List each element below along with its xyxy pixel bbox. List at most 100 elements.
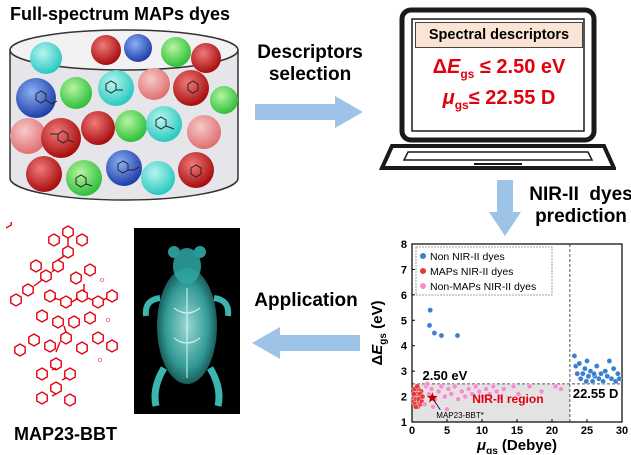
non-maps-nir-ii-point <box>455 396 461 402</box>
non-maps-nir-ii-point <box>558 386 564 392</box>
non-nir-ii-point <box>596 375 602 382</box>
non-maps-nir-ii-point <box>497 393 503 400</box>
non-nir-ii-point <box>602 368 608 374</box>
maps-nir-ii-point <box>419 393 426 400</box>
legend-box <box>415 246 553 296</box>
descriptors-label: Descriptors selection <box>250 42 370 86</box>
non-maps-nir-ii-point <box>493 388 500 395</box>
legend-entry: Non-MAPs NIR-II dyes <box>430 281 536 293</box>
non-maps-nir-ii-point <box>442 393 448 400</box>
y-tick-label: 6 <box>401 290 407 302</box>
non-nir-ii-point <box>431 330 438 336</box>
y-tick-label: 5 <box>401 315 407 327</box>
molecule-sketches <box>35 80 202 188</box>
non-maps-nir-ii-point <box>435 388 442 395</box>
non-nir-ii-point <box>582 365 588 372</box>
prediction-label: NIR-II dyes prediction <box>526 184 631 228</box>
non-maps-nir-ii-point <box>444 406 450 413</box>
y-axis-label: ΔEgs (eV) <box>369 301 389 366</box>
non-nir-ii-point <box>577 375 584 382</box>
rule-dipole: μgs≤ 22.55 D <box>415 87 583 112</box>
non-maps-nir-ii-point <box>510 383 517 390</box>
y-tick-label: 2 <box>401 392 407 404</box>
rule-energy-gap: ΔEgs ≤ 2.50 eV <box>415 56 583 81</box>
non-maps-nir-ii-point <box>430 403 436 410</box>
dye-library-container <box>9 29 239 201</box>
maps-nir-ii-point <box>410 391 417 397</box>
non-maps-nir-ii-point <box>483 386 489 392</box>
arrow-application <box>252 327 360 359</box>
non-nir-ii-point <box>604 373 611 380</box>
non-nir-ii-point <box>584 358 590 364</box>
x-tick-label: 5 <box>444 425 450 437</box>
non-maps-nir-ii-point <box>472 383 479 390</box>
legend-marker <box>420 283 426 289</box>
non-maps-nir-ii-point <box>462 393 468 400</box>
maps-nir-ii-point <box>414 383 421 390</box>
library-title: Full-spectrum MAPs dyes <box>10 4 231 24</box>
x-axis-label: μgs (Debye) <box>476 437 557 454</box>
y-tick-label: 3 <box>401 366 407 378</box>
spectral-descriptors-header: Spectral descriptors <box>415 22 583 48</box>
svg-text:O: O <box>106 318 110 324</box>
prediction-line2: prediction <box>535 206 627 227</box>
non-nir-ii-point <box>606 358 613 364</box>
non-maps-nir-ii-point <box>552 383 559 390</box>
non-nir-ii-point <box>438 332 445 339</box>
star-leader-line <box>433 400 441 411</box>
star-label: MAP23-BBT* <box>436 411 484 420</box>
non-maps-nir-ii-point <box>538 388 545 395</box>
non-maps-nir-ii-point <box>426 391 432 397</box>
non-nir-ii-point <box>593 363 600 369</box>
non-nir-ii-point <box>585 373 592 380</box>
non-nir-ii-point <box>591 370 597 377</box>
x-tick-label: 15 <box>511 425 523 437</box>
arrow-descriptors <box>255 96 363 128</box>
descriptors-line1: Descriptors <box>257 42 363 63</box>
y-tick-label: 7 <box>401 264 407 276</box>
y-tick-label: 1 <box>401 417 407 429</box>
non-maps-nir-ii-point <box>438 383 445 390</box>
non-maps-nir-ii-point <box>451 383 458 390</box>
non-maps-nir-ii-point <box>479 393 486 400</box>
non-maps-nir-ii-point <box>424 381 431 387</box>
non-maps-nir-ii-point <box>490 383 496 390</box>
y-tick-label: 4 <box>401 341 408 353</box>
non-nir-ii-point <box>589 378 596 385</box>
rule-energy-delta: Δ <box>432 56 447 78</box>
y-tick-label: 8 <box>401 239 407 251</box>
rule-energy-sub: gs <box>460 67 475 81</box>
non-nir-ii-point <box>598 370 604 377</box>
mouse-nir-ii-image <box>134 228 240 414</box>
non-nir-ii-point <box>600 378 606 385</box>
non-nir-ii-point <box>583 378 590 385</box>
non-maps-nir-ii-point <box>445 386 452 392</box>
non-maps-nir-ii-point <box>486 391 493 397</box>
svg-text:O: O <box>98 358 102 364</box>
rule-energy-var: E <box>446 56 461 78</box>
legend-marker <box>420 268 426 274</box>
application-label: Application <box>254 290 358 311</box>
non-maps-nir-ii-point <box>500 386 507 392</box>
x-tick-label: 25 <box>581 425 593 437</box>
non-maps-nir-ii-point <box>469 391 475 397</box>
legend-entry: Non NIR-II dyes <box>430 251 505 263</box>
arrow-prediction <box>489 180 521 236</box>
x-tick-label: 30 <box>616 425 628 437</box>
non-nir-ii-point <box>454 332 461 339</box>
non-maps-nir-ii-point <box>476 388 482 395</box>
descriptors-line2: selection <box>268 64 352 85</box>
non-nir-ii-point <box>616 375 623 382</box>
non-nir-ii-point <box>427 307 433 313</box>
spectral-descriptors-box: Spectral descriptors ΔEgs ≤ 2.50 eV μgs≤… <box>415 22 583 122</box>
non-nir-ii-point <box>574 370 580 377</box>
rule-dipole-sub: gs <box>454 98 469 112</box>
rule-energy-rest: ≤ 2.50 eV <box>474 56 566 78</box>
non-nir-ii-point <box>571 353 578 359</box>
non-nir-ii-point <box>576 360 583 367</box>
molecule-label: MAP23-BBT <box>14 424 118 444</box>
non-maps-nir-ii-point <box>428 386 435 392</box>
y-threshold-label: 2.50 eV <box>423 368 468 383</box>
mouse-silhouette <box>142 246 232 407</box>
